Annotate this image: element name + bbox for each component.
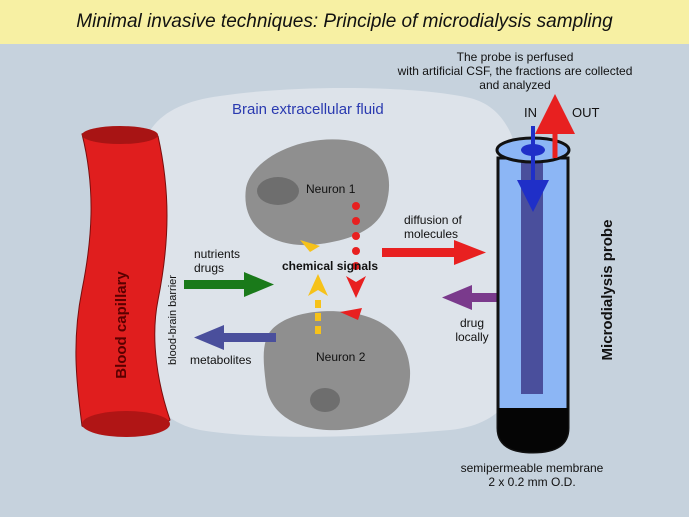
ecf-region (136, 87, 522, 437)
membrane-label: semipermeable membrane 2 x 0.2 mm O.D. (444, 461, 620, 489)
capillary-bottom-end (82, 411, 170, 437)
drug-arrow (442, 285, 510, 310)
brain-ecf-label: Brain extracellular fluid (232, 101, 384, 118)
in-label: IN (524, 105, 537, 120)
page-title: Minimal invasive techniques: Principle o… (76, 11, 613, 32)
neuron-1-terminal (300, 240, 320, 252)
chemical-signals-label: chemical signals (282, 259, 379, 273)
blood-brain-barrier-label: blood-brain barrier (167, 275, 179, 365)
blood-capillary-label: Blood capillary (113, 271, 130, 379)
blood-capillary-shape (75, 126, 171, 435)
metabolites-label: metabolites (190, 353, 252, 367)
neuron-2-nucleus (310, 388, 340, 412)
membrane-label-line-2: 2 x 0.2 mm O.D. (488, 475, 576, 489)
nutrients-arrow (184, 272, 274, 297)
nutrients-label-line-1: nutrients (194, 247, 241, 261)
capillary-top-opening (82, 126, 158, 144)
drug-label-line-2: locally (455, 330, 489, 344)
nutrients-label: nutrients drugs (194, 247, 240, 275)
probe-note: The probe is perfused with artificial CS… (380, 50, 650, 92)
neuron-2-receptor (340, 308, 362, 320)
nutrients-label-line-2: drugs (194, 261, 225, 275)
diffusion-label-line-2: molecules (404, 227, 459, 241)
neuron-2-label: Neuron 2 (316, 350, 366, 364)
semipermeable-membrane-tip (498, 408, 568, 452)
neuron-2-body (263, 311, 411, 431)
probe-note-line-1: The probe is perfused (456, 50, 574, 64)
probe-note-line-2: with artificial CSF, the fractions are c… (397, 64, 633, 78)
out-label: OUT (572, 105, 600, 120)
diffusion-label: diffusion of molecules (404, 213, 462, 241)
membrane-label-line-1: semipermeable membrane (460, 461, 604, 475)
neurotransmitter-release-dots (346, 202, 366, 298)
diffusion-label-line-1: diffusion of (404, 213, 462, 227)
neuron-1-label: Neuron 1 (306, 182, 356, 196)
diffusion-arrow (382, 240, 486, 265)
drug-label: drug locally (450, 316, 494, 344)
probe-note-line-3: and analyzed (479, 78, 551, 92)
probe-label: Microdialysis probe (599, 220, 616, 361)
feedback-signal-dots (308, 274, 328, 334)
metabolites-arrow (194, 325, 276, 350)
drug-label-line-1: drug (459, 316, 485, 330)
neuron-1-nucleus (257, 177, 299, 205)
title-band: Minimal invasive techniques: Principle o… (0, 0, 689, 44)
